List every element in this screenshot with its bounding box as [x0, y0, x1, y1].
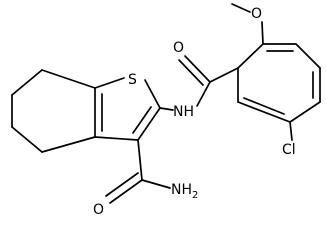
- bond-ar5-ar6: [289, 101, 321, 123]
- bond-ring6-e: [41, 136, 96, 153]
- bond-carbonyl-o-upper: [184, 55, 211, 83]
- bond-ar3-ar4: [295, 43, 321, 69]
- bond-ar6-ar1: [237, 101, 291, 123]
- bond-c3-c3a: [94, 136, 139, 141]
- bond-ar-inner-c: [243, 97, 285, 115]
- methoxy-group: [231, 3, 264, 45]
- bond-c2-c3: [137, 107, 161, 141]
- bond-s-c2: [144, 79, 161, 109]
- bond-carbonyl-o: [109, 179, 143, 204]
- bond-nh-carbonyl: [196, 81, 211, 107]
- bond-carbonyl-ring: [209, 67, 239, 83]
- amide-nh-label: NH: [173, 104, 194, 120]
- carboxamide-nh2-label: NH2: [171, 182, 198, 201]
- bond-ring6-b: [11, 69, 43, 96]
- bond-carbonyl-n: [141, 179, 171, 189]
- bond-c3-carbonyl: [137, 139, 143, 181]
- bond-ring6-d: [11, 126, 43, 153]
- bond-c7a-s: [94, 77, 125, 89]
- chlorine-atom-label: Cl: [282, 142, 296, 158]
- carboxamide-group: [105, 139, 171, 204]
- structure-canvas: S NH O O Cl O NH2: [11, 3, 321, 218]
- bond-ar-cl: [289, 121, 293, 141]
- bond-carbonyl-o-upper-double: [178, 59, 204, 86]
- chemical-structure-drawing: S NH O O Cl O NH2: [11, 3, 321, 218]
- bond-c2-nh: [159, 107, 174, 111]
- benzene-ring: [237, 43, 321, 123]
- nh2-subscript: 2: [192, 190, 198, 201]
- bond-ring6-a: [41, 69, 96, 89]
- bond-ar1-ar2: [237, 43, 264, 69]
- bond-o-ch3: [231, 3, 251, 13]
- bond-c2-c3-double: [132, 106, 152, 134]
- amide-linker: [159, 55, 239, 111]
- carbonyl-oxygen-label: O: [173, 40, 184, 56]
- carboxamide-nh-text: NH: [171, 182, 192, 198]
- carboxamide-oxygen-label: O: [93, 202, 104, 218]
- sulfur-atom-label: S: [128, 72, 137, 88]
- bond-carbonyl-o-double: [105, 172, 139, 197]
- cyclohexene-ring: [11, 69, 96, 153]
- thiophene-ring: [94, 77, 161, 141]
- bond-ar-o-methoxy: [261, 21, 264, 45]
- methoxy-oxygen-label: O: [251, 6, 262, 22]
